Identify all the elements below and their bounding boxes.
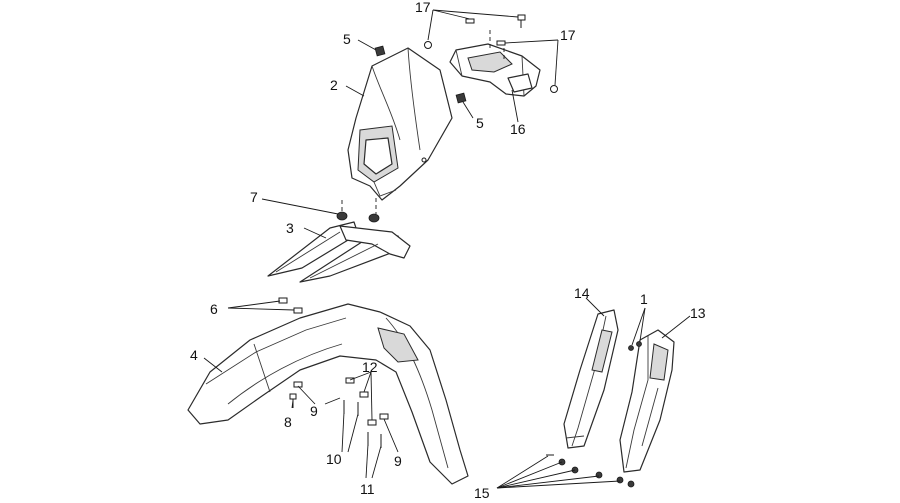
callout-6: 6 [210,301,218,317]
callout-17-right: 17 [560,27,576,43]
right-fork-protector [619,329,675,473]
callout-5-right: 5 [476,115,484,131]
callout-9-right: 9 [394,453,402,469]
callout-16: 16 [510,121,526,137]
hardware-items [278,14,642,488]
leader-lines [203,9,691,489]
callout-15: 15 [474,485,490,501]
assembly-dashed-lines [341,30,505,214]
callout-3: 3 [286,220,294,236]
left-fork-protector [563,309,619,449]
callout-17-top: 17 [415,0,431,15]
headlight-bracket [449,43,541,97]
callout-numbers: 17 17 5 5 2 16 7 3 6 4 8 9 9 12 10 11 14… [190,0,706,501]
callout-10: 10 [326,451,342,467]
headlight-fairing [347,47,453,201]
callout-4: 4 [190,347,198,363]
upper-fork-guard-plates [267,221,411,283]
callout-5-top: 5 [343,31,351,47]
callout-14: 14 [574,285,590,301]
callout-13: 13 [690,305,706,321]
callout-12: 12 [362,359,378,375]
front-mudguard [187,303,469,485]
callout-9-left: 9 [310,403,318,419]
callout-2: 2 [330,77,338,93]
callout-8: 8 [284,414,292,430]
callout-11: 11 [360,481,375,497]
callout-1: 1 [640,291,648,307]
callout-7: 7 [250,189,258,205]
